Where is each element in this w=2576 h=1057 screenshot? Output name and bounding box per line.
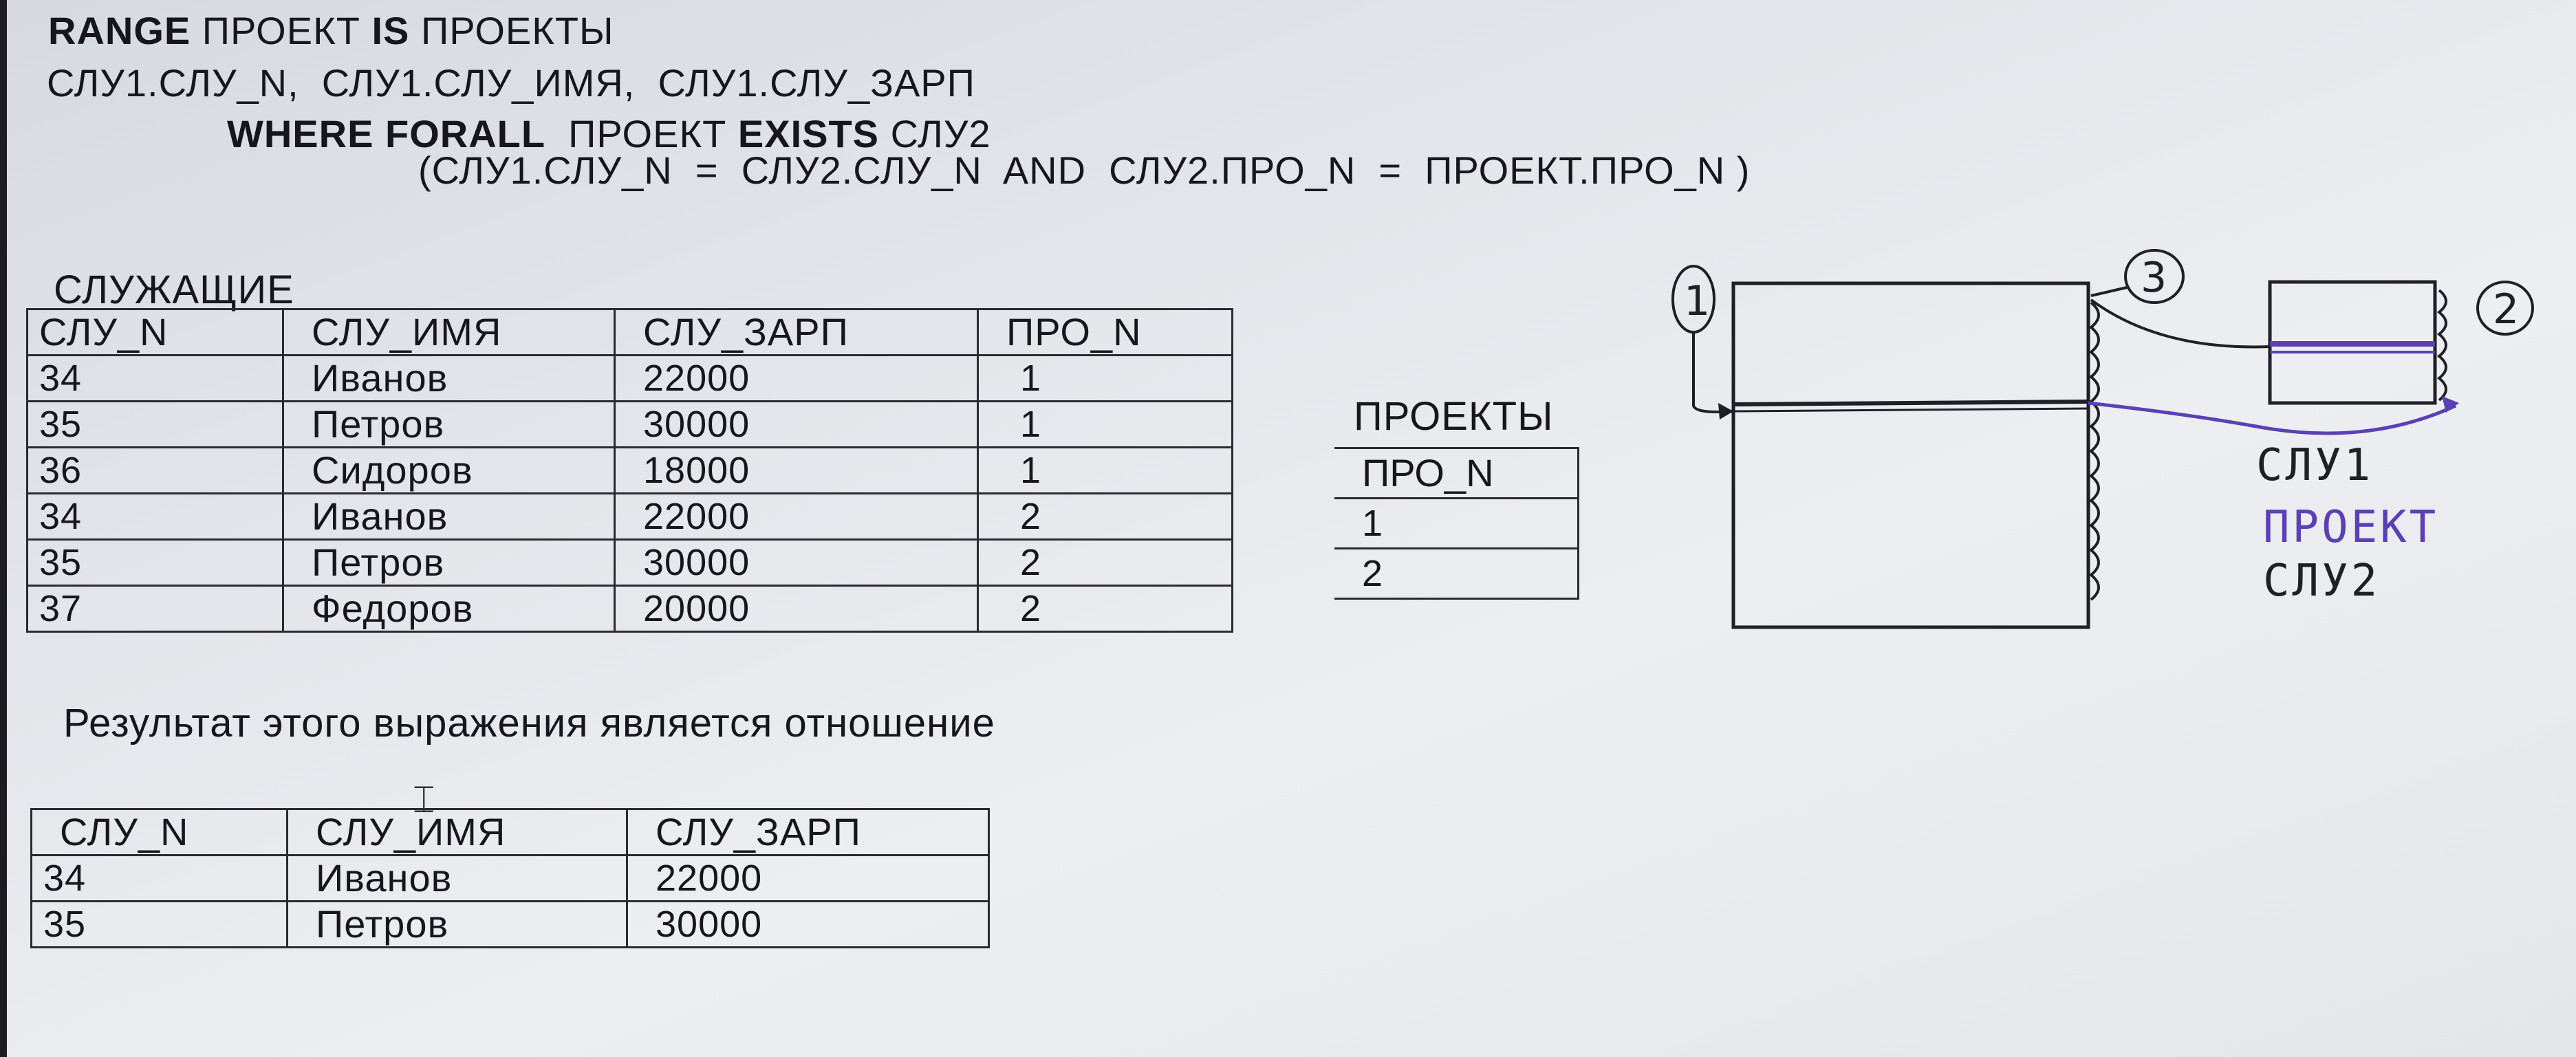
table-cell: 22000 [614, 354, 979, 402]
table-cell: 30000 [614, 400, 979, 448]
hand-drawn-sketch: 1 3 2 [1671, 249, 2534, 629]
column-header: ПРО_N [977, 308, 1233, 356]
table-header-row: СЛУ_N СЛУ_ИМЯ СЛУ_ЗАРП ПРО_N [26, 308, 1233, 356]
big-relation-box [1731, 281, 2090, 629]
column-header: СЛУ_N [26, 308, 284, 356]
column-header: СЛУ_ИМЯ [282, 308, 616, 356]
table-cell: 34 [26, 354, 284, 402]
query-line-range: RANGE ПРОЕКТ IS ПРОЕКТЫ [48, 8, 614, 53]
table-cell: 2 [1334, 549, 1579, 600]
keyword-range: RANGE [48, 9, 191, 52]
table-cell: Петров [286, 900, 628, 948]
table-cell: 1 [1334, 499, 1579, 549]
arrow-head [2442, 396, 2459, 413]
table-cell: 1 [977, 446, 1233, 494]
marker-circle [2476, 281, 2534, 336]
screen-bezel [0, 0, 7, 1057]
result-caption: Результат этого выражения является отнош… [63, 701, 995, 745]
table-cell: 1 [977, 400, 1233, 448]
table-cell: Петров [282, 400, 616, 448]
scan-line [1733, 407, 2089, 413]
table-row: 35 Петров 30000 [30, 900, 990, 948]
employees-table-title: СЛУЖАЩИЕ [54, 268, 294, 312]
purple-connector [2088, 401, 2457, 435]
query-text: СЛУ2 [879, 112, 991, 155]
table-row: 34 Иванов 22000 1 [26, 354, 1233, 402]
keyword-exists: EXISTS [737, 112, 880, 155]
arrow-line [2090, 286, 2128, 297]
table-row: 35 Петров 30000 1 [26, 400, 1233, 448]
query-text: ПРОЕКТЫ [409, 9, 614, 52]
column-header: СЛУ_ЗАРП [614, 308, 979, 356]
table-cell: 34 [30, 854, 288, 902]
table-row: 35 Петров 30000 2 [26, 538, 1233, 587]
query-line-select: СЛУ1.СЛУ_N, СЛУ1.СЛУ_ИМЯ, СЛУ1.СЛУ_ЗАРП [47, 61, 975, 105]
table-row: 36 Сидоров 18000 1 [26, 446, 1233, 494]
table-row: 34 Иванов 22000 2 [26, 492, 1233, 541]
query-line-where: WHERE FORALL ПРОЕКТ EXISTS СЛУ2 [227, 111, 991, 156]
table-cell: 1 [977, 354, 1233, 402]
sketch-label-slu2: СЛУ2 [2263, 556, 2381, 607]
table-cell: 34 [26, 492, 284, 541]
keyword-where-forall: WHERE FORALL [227, 112, 546, 155]
table-cell: 20000 [614, 585, 979, 633]
marker-label: 1 [1684, 277, 1710, 325]
marker-label: 3 [2141, 254, 2167, 302]
table-cell: 2 [977, 492, 1233, 541]
projects-table-title: ПРОЕКТЫ [1354, 394, 1554, 439]
column-header: СЛУ_ИМЯ [286, 808, 628, 856]
table-cell: 30000 [614, 538, 979, 587]
table-cell: Сидоров [282, 446, 616, 494]
query-line-condition: (СЛУ1.СЛУ_N = СЛУ2.СЛУ_N AND СЛУ2.ПРО_N … [418, 149, 1751, 192]
table-cell: 22000 [626, 854, 990, 902]
arrow-head [1718, 403, 1733, 419]
table-cell: 30000 [626, 900, 990, 948]
result-table: СЛУ_N СЛУ_ИМЯ СЛУ_ЗАРП 34 Иванов 22000 3… [30, 808, 990, 948]
sketch-label-proekt: ПРОЕКТ [2263, 502, 2439, 553]
scan-line [1733, 400, 2089, 406]
sketch-label-slu1: СЛУ1 [2256, 440, 2374, 491]
table-cell: 35 [26, 538, 284, 587]
table-cell: 2 [977, 585, 1233, 633]
marker-label: 2 [2493, 285, 2519, 334]
column-header: СЛУ_ЗАРП [626, 808, 990, 856]
marker-circle [2124, 249, 2185, 304]
arrow-line [1692, 332, 1734, 413]
table-cell: 2 [977, 538, 1233, 587]
table-cell: 18000 [614, 446, 979, 494]
projects-table: ПРО_N 1 2 [1334, 447, 1579, 600]
table-cell: 22000 [614, 492, 979, 541]
connector-line [2090, 298, 2271, 349]
table-cell: Иванов [282, 492, 616, 541]
employees-table: СЛУ_N СЛУ_ИМЯ СЛУ_ЗАРП ПРО_N 34 Иванов 2… [26, 308, 1233, 633]
query-text: ПРОЕКТ [545, 112, 738, 155]
table-cell: Иванов [286, 854, 628, 902]
table-cell: 35 [30, 900, 288, 948]
table-cell: Иванов [282, 354, 616, 402]
column-header: СЛУ_N [30, 808, 288, 856]
query-text: ПРОЕКТ [191, 9, 372, 52]
table-header-row: СЛУ_N СЛУ_ИМЯ СЛУ_ЗАРП [30, 808, 990, 856]
column-header: ПРО_N [1334, 449, 1579, 499]
table-row: 37 Федоров 20000 2 [26, 585, 1233, 633]
table-cell: Петров [282, 538, 616, 587]
table-row: 34 Иванов 22000 [30, 854, 990, 902]
table-cell: Федоров [282, 585, 616, 633]
keyword-is: IS [371, 9, 410, 52]
scan-wave [2436, 289, 2447, 402]
table-cell: 36 [26, 446, 284, 494]
table-cell: 37 [26, 585, 284, 633]
table-cell: 35 [26, 400, 284, 448]
scan-wave [2088, 301, 2100, 601]
